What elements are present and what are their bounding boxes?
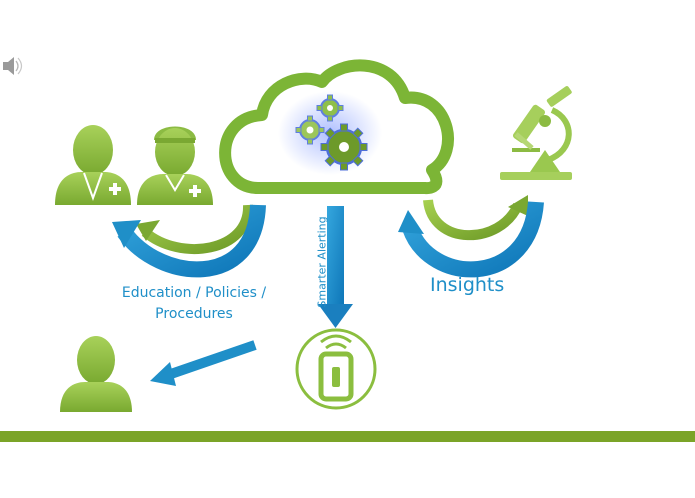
gears-icon [278, 91, 382, 175]
alert-device-icon [295, 328, 377, 410]
speaker-icon[interactable] [3, 57, 23, 75]
surgeon-icon [137, 126, 213, 205]
alerting-arrow [318, 206, 353, 328]
footer-bar [0, 431, 695, 442]
doctor-icon [55, 125, 131, 205]
microscope-icon [500, 86, 572, 180]
insights-arrows [398, 195, 544, 278]
insights-label: Insights [430, 274, 505, 296]
person-icon [60, 336, 132, 412]
education-arrows [112, 204, 266, 278]
person-arrow [150, 340, 257, 386]
education-policies-procedures-label: Education / Policies / Procedures [121, 285, 267, 322]
smarter-alerting-label: Smarter Alerting [315, 216, 329, 308]
